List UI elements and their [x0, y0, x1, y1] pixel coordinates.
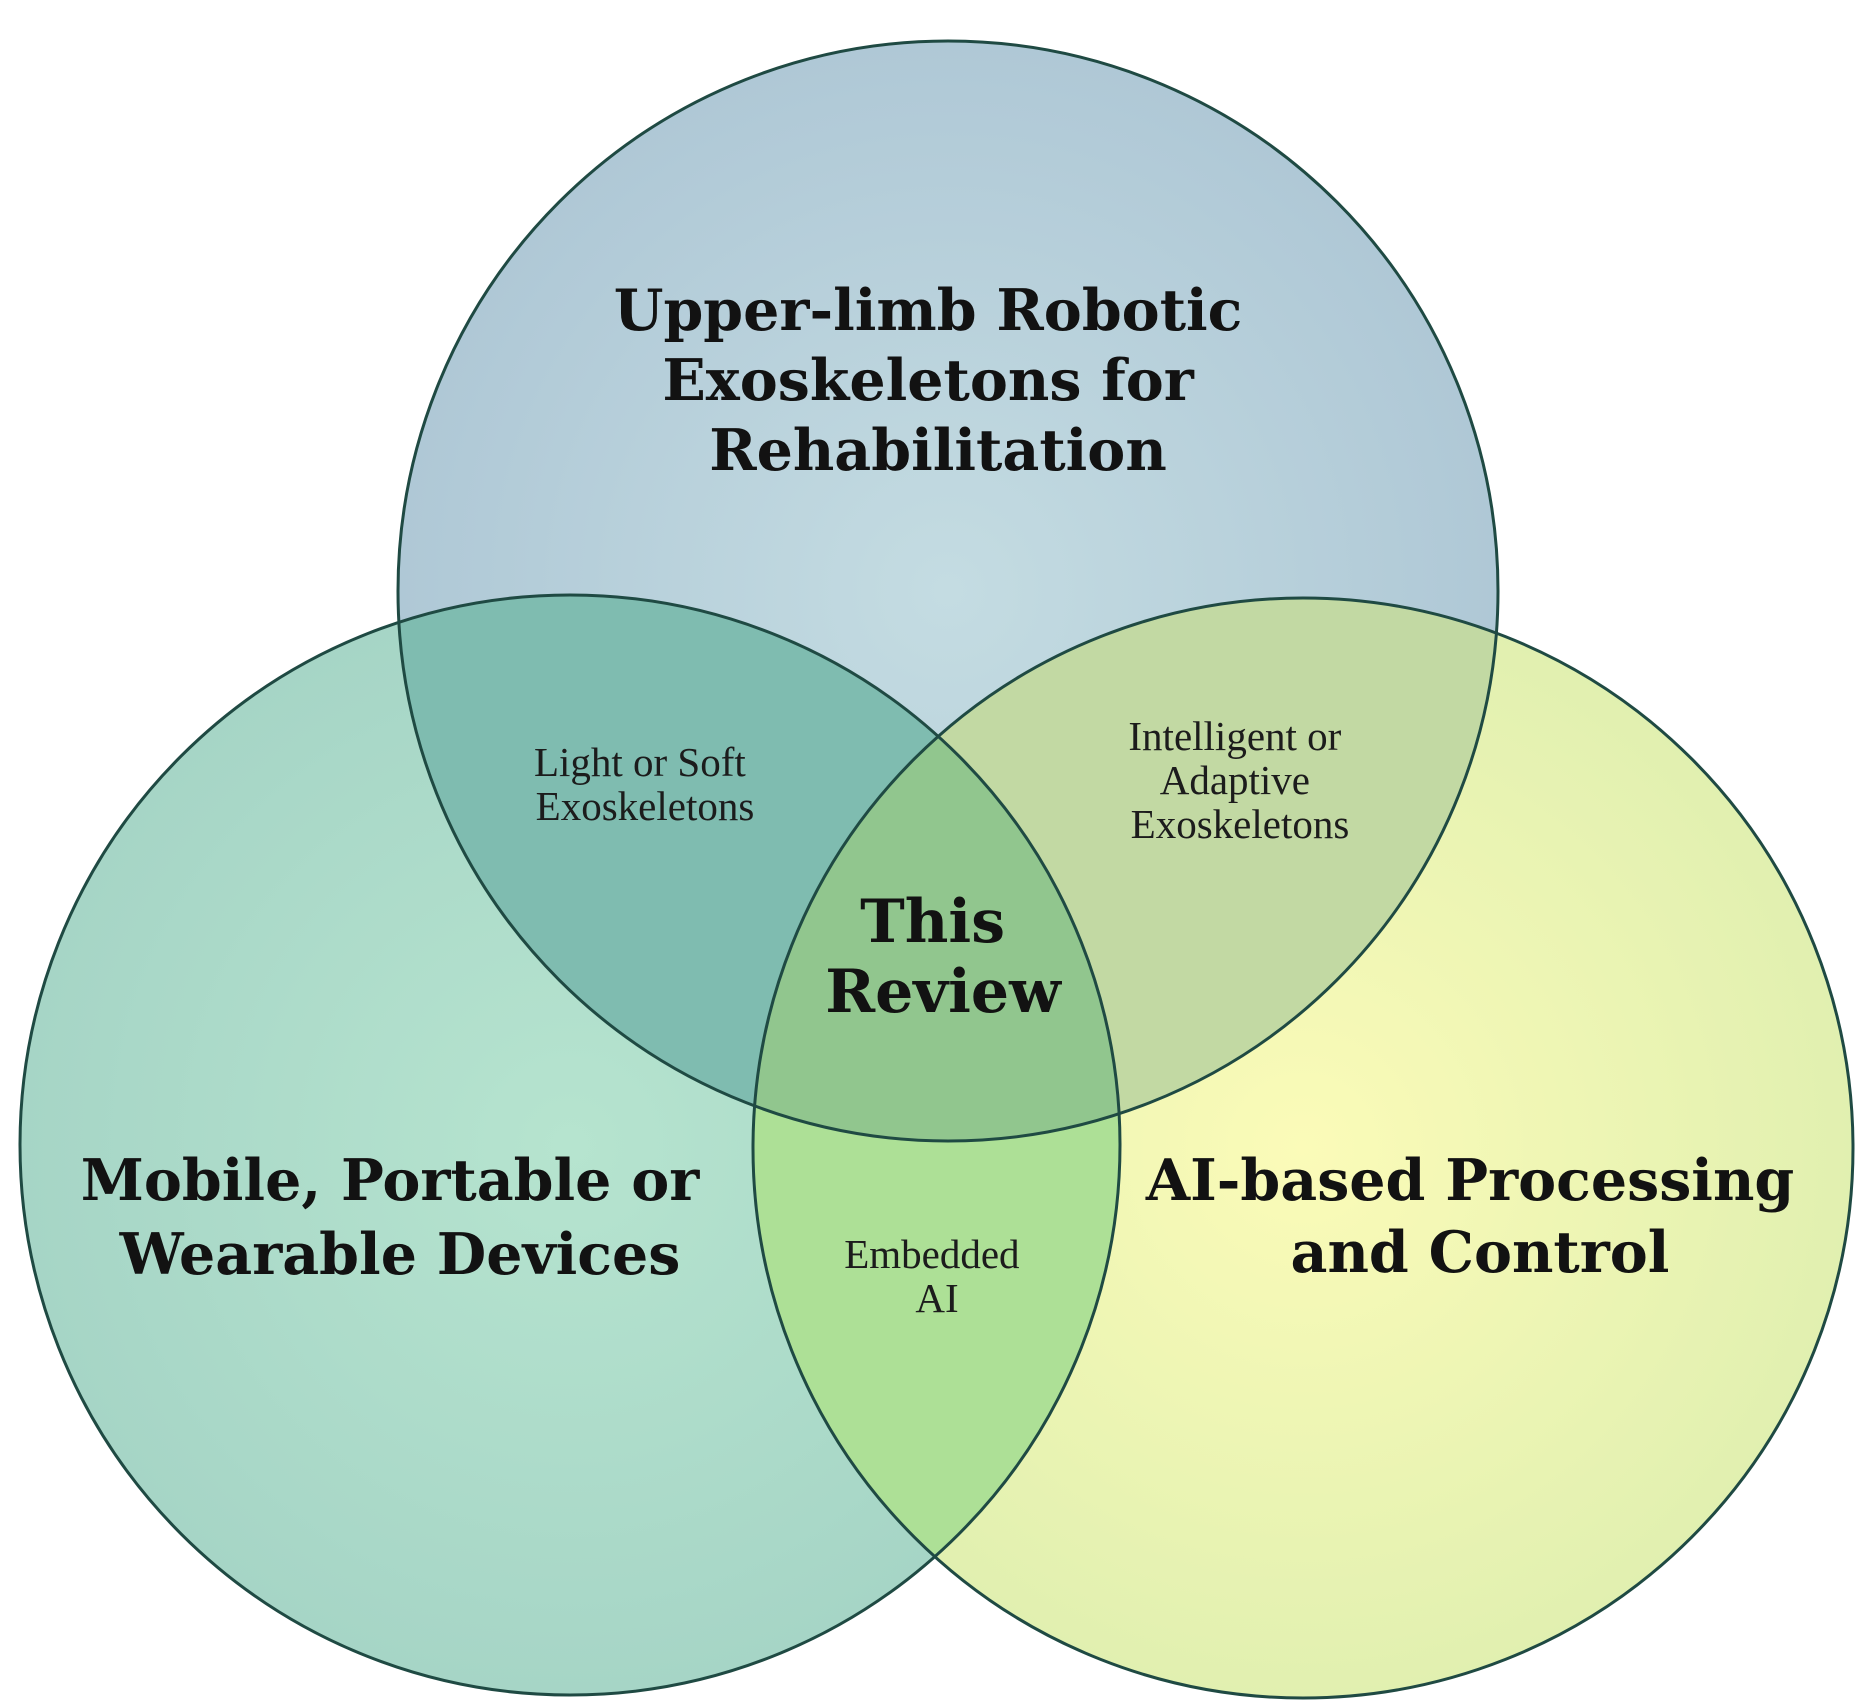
overlap-top-right-label-line-2: Adaptive	[1160, 757, 1310, 803]
top-set-label: Upper-limb Robotic Exoskeletons for Reha…	[614, 277, 1263, 484]
overlap-left-right-label: Embedded AI	[844, 1231, 1030, 1321]
circle-top-outline	[396, 39, 1500, 1143]
left-set-label: Mobile, Portable or Wearable Devices	[81, 1147, 719, 1288]
overlap-center-region	[753, 598, 1120, 1141]
right-set-label: AI-based Processing and Control	[1145, 1147, 1814, 1286]
top-set-label-line-3: Rehabilitation	[709, 417, 1167, 484]
left-set-label-line-1: Mobile, Portable or	[81, 1147, 701, 1214]
circle-left-outline	[18, 593, 1122, 1697]
left-set-label-line-2: Wearable Devices	[119, 1221, 681, 1288]
right-set-label-line-1: AI-based Processing	[1145, 1147, 1794, 1214]
overlap-top-right-label: Intelligent or Adaptive Exoskeletons	[1128, 713, 1351, 847]
overlap-top-left-label-line-2: Exoskeletons	[536, 783, 755, 829]
overlap-left-right-label-line-2: AI	[915, 1275, 958, 1321]
overlap-top-left-label: Light or Soft Exoskeletons	[534, 739, 756, 829]
top-set-label-line-1: Upper-limb Robotic	[614, 277, 1243, 344]
overlap-top-left-region	[398, 595, 1120, 1141]
right-set-label-line-2: and Control	[1291, 1219, 1670, 1286]
top-set-label-line-2: Exoskeletons for	[662, 347, 1194, 414]
circle-right-outline	[751, 596, 1855, 1700]
overlap-top-left-label-line-1: Light or Soft	[534, 739, 746, 785]
overlap-top-right-label-line-3: Exoskeletons	[1131, 801, 1350, 847]
center-label-line-2: Review	[825, 957, 1062, 1027]
center-label-line-1: This	[860, 887, 1005, 957]
overlap-left-right-label-line-1: Embedded	[844, 1231, 1019, 1277]
center-label: This Review	[825, 887, 1062, 1027]
overlap-top-right-label-line-1: Intelligent or	[1128, 713, 1341, 759]
overlap-top-right-region	[753, 598, 1498, 1141]
